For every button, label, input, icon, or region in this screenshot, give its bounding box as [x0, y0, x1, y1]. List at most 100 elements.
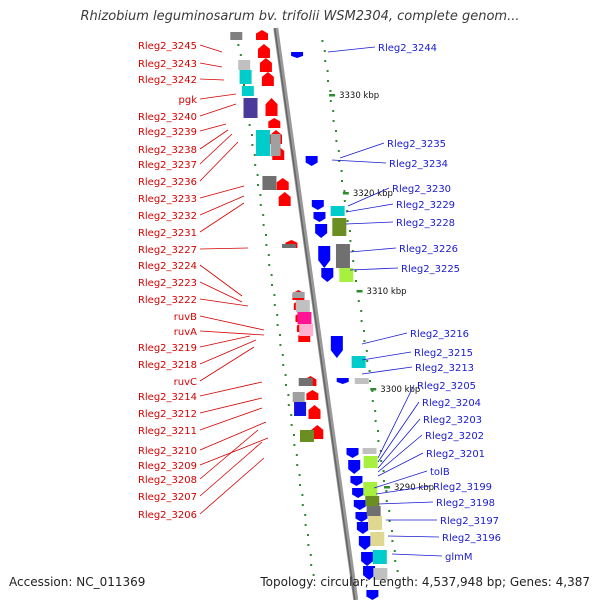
reverse-gene-arrow: [330, 336, 343, 358]
left-leader-line: [199, 339, 257, 365]
minor-tick: [268, 264, 271, 266]
minor-tick: [304, 514, 307, 516]
minor-tick: [312, 574, 315, 576]
minor-tick: [237, 44, 240, 46]
reverse-gene-arrow: [315, 224, 328, 238]
minor-tick: [382, 470, 385, 472]
left-gene-label: Rleg2_3206: [138, 510, 197, 521]
left-gene-label: pgk: [179, 95, 198, 106]
cog-block: [270, 134, 281, 156]
minor-tick: [295, 454, 298, 456]
right-leader-line: [349, 247, 397, 253]
minor-tick: [262, 214, 265, 216]
minor-tick: [259, 194, 262, 196]
cog-block: [292, 292, 305, 298]
left-leader-line: [199, 264, 243, 297]
left-leader-line: [199, 429, 259, 480]
left-gene-label: Rleg2_3223: [138, 278, 197, 289]
minor-tick: [374, 420, 377, 422]
minor-tick: [327, 80, 329, 82]
left-leader-line: [199, 129, 229, 150]
left-leader-line: [199, 202, 245, 233]
minor-tick: [270, 274, 273, 276]
reverse-gene-arrow: [352, 488, 365, 498]
cog-block: [354, 378, 369, 384]
cog-block: [295, 300, 310, 312]
scale-tick: [356, 290, 363, 293]
reverse-gene-arrow: [363, 566, 376, 580]
reverse-gene-arrow: [361, 552, 374, 566]
forward-gene-arrow: [268, 118, 281, 128]
reverse-gene-arrow: [321, 268, 334, 282]
minor-tick: [377, 430, 379, 432]
right-gene-label: Rleg2_3228: [396, 218, 455, 229]
left-leader-line: [199, 421, 267, 451]
minor-tick: [355, 280, 357, 282]
minor-tick: [290, 414, 293, 416]
left-gene-label: Rleg2_3212: [138, 409, 197, 420]
right-leader-line: [377, 434, 423, 473]
minor-tick: [290, 424, 293, 426]
minor-tick: [321, 40, 324, 42]
scale-tick: [370, 388, 377, 391]
left-gene-label: ruvB: [174, 312, 197, 323]
minor-tick: [276, 314, 279, 316]
minor-tick: [349, 230, 351, 232]
cog-block: [335, 244, 350, 268]
minor-tick: [371, 400, 374, 402]
right-gene-label: Rleg2_3203: [423, 415, 482, 426]
right-leader-line: [331, 159, 387, 164]
cog-block: [351, 356, 366, 368]
left-gene-label: Rleg2_3222: [138, 295, 197, 306]
minor-tick: [385, 500, 388, 502]
minor-tick: [388, 510, 391, 512]
right-gene-label: Rleg2_3199: [433, 482, 492, 493]
minor-tick: [243, 84, 245, 86]
minor-tick: [388, 520, 391, 522]
cog-block: [281, 244, 296, 248]
reverse-gene-arrow: [355, 512, 368, 522]
right-gene-label: tolB: [430, 467, 450, 478]
left-gene-label: Rleg2_3243: [138, 59, 197, 70]
reverse-gene-arrow: [358, 536, 371, 550]
left-gene-label: Rleg2_3239: [138, 127, 197, 138]
minor-tick: [369, 380, 371, 382]
minor-tick: [253, 154, 256, 156]
right-leader-line: [345, 221, 394, 225]
right-gene-label: glmM: [445, 552, 473, 563]
minor-tick: [262, 224, 265, 226]
cog-block: [256, 130, 270, 156]
forward-gene-arrow: [257, 44, 270, 58]
cog-block: [262, 176, 277, 190]
right-gene-label: Rleg2_3234: [389, 159, 448, 170]
minor-tick: [254, 164, 257, 166]
minor-tick: [324, 60, 327, 62]
minor-tick: [287, 404, 290, 406]
right-leader-line: [349, 267, 399, 271]
minor-tick: [338, 160, 341, 162]
left-leader-line: [199, 441, 263, 497]
right-leader-line: [361, 351, 412, 361]
minor-tick: [351, 250, 354, 252]
right-gene-label: Rleg2_3244: [378, 43, 437, 54]
minor-tick: [357, 300, 360, 302]
left-gene-label: Rleg2_3219: [138, 343, 197, 354]
minor-tick: [256, 174, 259, 176]
cog-block: [300, 430, 314, 442]
minor-tick: [394, 560, 397, 562]
left-leader-line: [199, 123, 227, 132]
minor-tick: [310, 564, 313, 566]
left-gene-label: Rleg2_3237: [138, 160, 197, 171]
backbone-line: [273, 27, 359, 600]
cog-block: [373, 568, 388, 580]
right-leader-line: [377, 401, 420, 463]
cog-block: [330, 206, 345, 216]
cog-block: [238, 60, 251, 70]
reverse-gene-arrow: [356, 522, 369, 534]
minor-tick: [393, 550, 396, 552]
minor-tick: [284, 374, 287, 376]
minor-tick: [383, 480, 385, 482]
right-gene-label: Rleg2_3201: [426, 449, 485, 460]
minor-tick: [340, 170, 343, 172]
minor-tick: [271, 284, 273, 286]
